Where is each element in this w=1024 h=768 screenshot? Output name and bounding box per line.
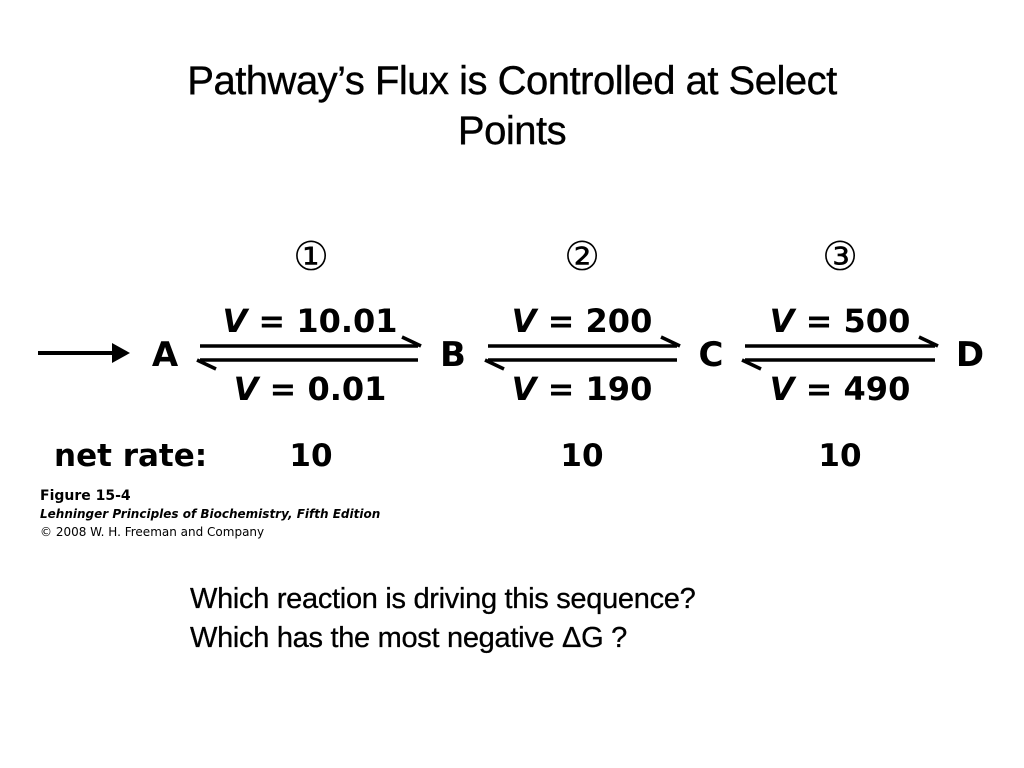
node-a: A <box>152 335 179 375</box>
step-1-forward-rate: V = 10.01 <box>222 302 397 340</box>
net-rate-label: net rate: <box>54 438 207 474</box>
equilibrium-arrow-2 <box>484 335 681 371</box>
step-3-number: ③ <box>822 234 858 280</box>
figure-caption: Figure 15-4 Lehninger Principles of Bioc… <box>40 487 380 541</box>
step-3-forward-rate: V = 500 <box>770 302 911 340</box>
step-2-reverse-rate: V = 190 <box>512 370 653 408</box>
rate-equals: = <box>536 302 585 340</box>
node-d: D <box>956 335 984 375</box>
node-b: B <box>440 335 466 375</box>
step-1-reverse-rate: V = 0.01 <box>234 370 387 408</box>
node-c: C <box>699 335 724 375</box>
rate-equals: = <box>536 370 585 408</box>
equilibrium-arrow-3 <box>741 335 939 371</box>
discussion-questions: Which reaction is driving this sequence?… <box>190 580 696 658</box>
slide-title: Pathway’s Flux is Controlled at Select P… <box>62 56 962 156</box>
step-1-net-rate: 10 <box>289 438 332 474</box>
step-3-reverse-value: 490 <box>844 370 911 408</box>
figure-number: Figure 15-4 <box>40 488 131 504</box>
input-arrow <box>38 343 130 363</box>
question-1: Which reaction is driving this sequence? <box>190 583 696 615</box>
step-1-forward-value: 10.01 <box>296 302 397 340</box>
title-line-1: Pathway’s Flux is Controlled at Select <box>187 59 837 103</box>
step-3-reverse-rate: V = 490 <box>770 370 911 408</box>
step-3-forward-value: 500 <box>844 302 911 340</box>
step-2-number: ② <box>564 234 600 280</box>
book-title: Lehninger Principles of Biochemistry, Fi… <box>40 507 381 521</box>
rate-equals: = <box>258 370 307 408</box>
rate-equals: = <box>794 370 843 408</box>
title-line-2: Points <box>457 109 567 153</box>
question-2: Which has the most negative ΔG ? <box>190 622 628 654</box>
step-2-net-rate: 10 <box>560 438 603 474</box>
step-2-forward-rate: V = 200 <box>512 302 653 340</box>
rate-equals: = <box>247 302 296 340</box>
step-2-forward-value: 200 <box>586 302 653 340</box>
copyright-notice: © 2008 W. H. Freeman and Company <box>40 525 265 539</box>
equilibrium-arrow-1 <box>196 335 422 371</box>
step-3-net-rate: 10 <box>818 438 861 474</box>
rate-equals: = <box>794 302 843 340</box>
step-1-number: ① <box>293 234 329 280</box>
step-1-reverse-value: 0.01 <box>307 370 386 408</box>
step-2-reverse-value: 190 <box>586 370 653 408</box>
